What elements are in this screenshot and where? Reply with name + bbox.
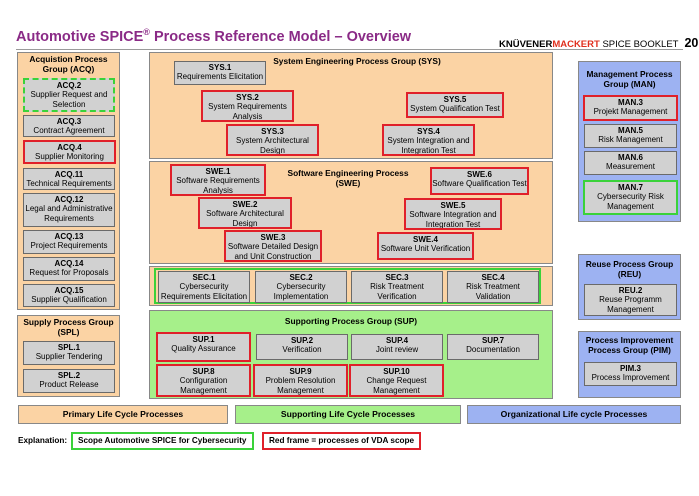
- legend-cyber-scope: Scope Automotive SPICE for Cybersecurity: [71, 432, 254, 450]
- legend-vda-scope: Red frame = processes of VDA scope: [262, 432, 422, 450]
- sec-scope-frame: [154, 268, 541, 304]
- primary-lifecycle-band: Primary Life Cycle Processes: [18, 405, 228, 424]
- page-number: 20: [684, 36, 699, 50]
- page-title: Automotive SPICE® Process Reference Mode…: [16, 27, 412, 45]
- acq-group-title: Acquistion Process Group (ACQ): [29, 54, 108, 74]
- legend-label: Explanation:: [18, 436, 68, 445]
- header-divider: [16, 49, 683, 50]
- organizational-lifecycle-band: Organizational Life cycle Processes: [467, 405, 681, 424]
- pim-group-title: Process Improvement Process Group (PIM): [585, 335, 674, 355]
- supporting-lifecycle-band: Supporting Life Cycle Processes: [235, 405, 461, 424]
- brand-booklet: SPICE BOOKLET: [599, 39, 679, 50]
- brand-header: KNÜVENERMACKERT SPICE BOOKLET 20: [499, 36, 698, 50]
- reu-group-title: Reuse Process Group (REU): [585, 259, 674, 279]
- man-group-title: Management Process Group (MAN): [586, 69, 673, 89]
- sup-group-title: Supporting Process Group (SUP): [284, 316, 418, 326]
- sys-group-title: System Engineering Process Group (SYS): [273, 56, 441, 66]
- brand-knuvener: KNÜVENER: [499, 39, 553, 50]
- swe-group-title: Software Engineering Process (SWE): [287, 168, 409, 188]
- brand-mackert: MACKERT: [552, 39, 600, 50]
- spl-group-title: Supply Process Group (SPL): [23, 317, 114, 337]
